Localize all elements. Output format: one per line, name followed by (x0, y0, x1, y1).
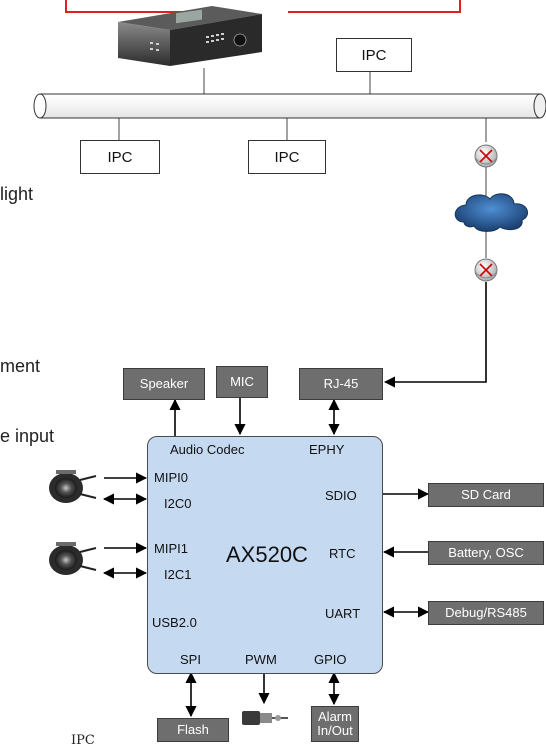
camera-sensor-icon (49, 542, 97, 575)
footer-ipc-label: IPC (71, 733, 95, 748)
chip-ephy: EPHY (309, 442, 345, 457)
chip-i2c1: I2C1 (164, 567, 192, 582)
ipc-box-top: IPC (336, 38, 412, 72)
top-arrows (169, 397, 340, 436)
left-arrows (102, 472, 148, 579)
network-bus (33, 93, 546, 119)
right-arrows (382, 488, 430, 618)
left-fragment-ment: ment (0, 356, 41, 376)
chip-mipi1: MIPI1 (154, 541, 188, 556)
alarm-line1: Alarm (318, 709, 352, 725)
chip-gpio: GPIO (314, 652, 347, 667)
router-icon (474, 144, 498, 168)
ipc-box-left: IPC (80, 140, 160, 174)
bottom-arrows (185, 671, 340, 718)
flash-box: Flash (157, 718, 229, 742)
camera-sensor-icon (49, 470, 97, 503)
chip-usb: USB2.0 (152, 615, 197, 630)
debug-rs485-box: Debug/RS485 (428, 601, 544, 625)
ipc-box-middle: IPC (248, 140, 326, 174)
rj45-box: RJ-45 (299, 368, 383, 400)
router-icon (474, 258, 498, 282)
chip-audio-codec: Audio Codec (170, 442, 245, 457)
chip-spi: SPI (180, 652, 201, 667)
chip-i2c0: I2C0 (164, 496, 192, 511)
battery-osc-box: Battery, OSC (428, 541, 544, 565)
rj45-link (383, 282, 487, 388)
cloud-icon (454, 193, 529, 232)
chip-name: AX520C (226, 542, 308, 567)
alarm-line2: In/Out (317, 723, 353, 738)
chip-mipi0: MIPI0 (154, 470, 188, 485)
mic-box: MIC (216, 366, 268, 398)
chip-uart: UART (325, 606, 361, 621)
speaker-box: Speaker (123, 368, 205, 400)
left-fragment-light: light (0, 184, 34, 204)
network-lines (118, 68, 487, 258)
motor-icon (242, 711, 288, 725)
chip-rtc: RTC (329, 546, 356, 561)
nvr-device-icon (118, 6, 262, 66)
alarm-box: Alarm In/Out (311, 706, 359, 742)
ax520c-chip (147, 436, 383, 674)
chip-pwm: PWM (245, 652, 277, 667)
sd-card-box: SD Card (428, 483, 544, 507)
top-frame-lines (65, 0, 461, 13)
left-fragment-input: e input (0, 426, 55, 446)
chip-sdio: SDIO (325, 488, 357, 503)
